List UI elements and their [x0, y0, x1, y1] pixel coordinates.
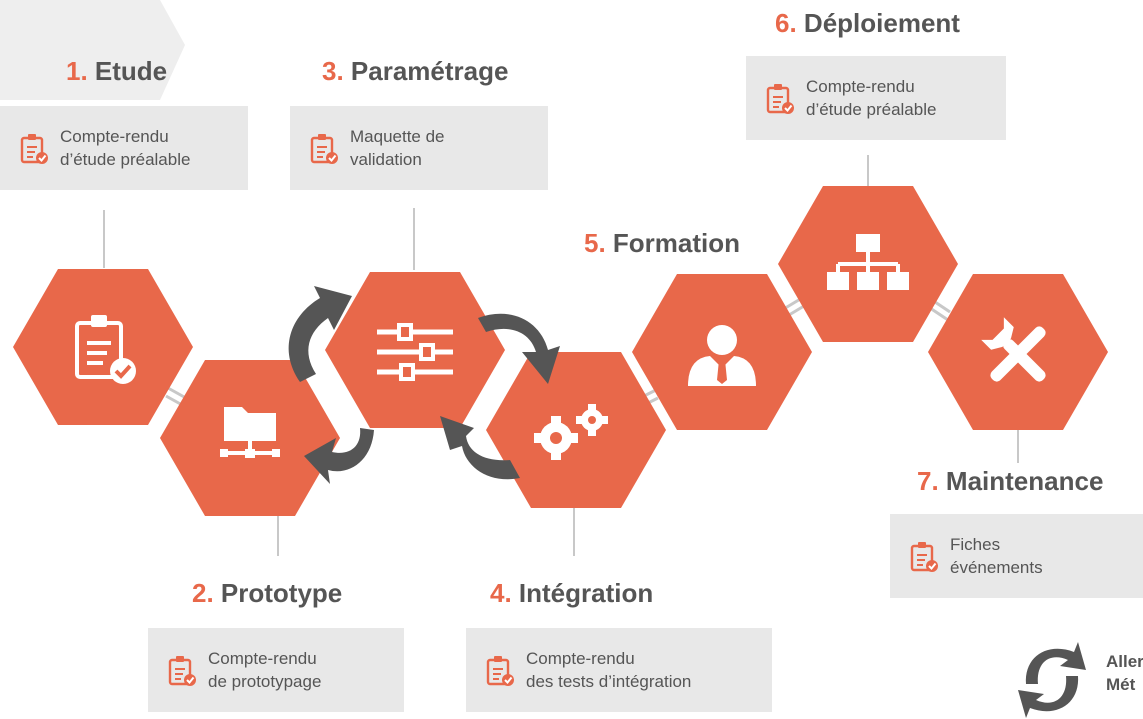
deliverable-line: Compte-rendu — [60, 127, 169, 146]
tools-icon — [981, 317, 1046, 382]
document-check-icon — [910, 540, 938, 572]
deliverable-line: validation — [350, 150, 422, 169]
legend-line: Aller — [1106, 652, 1143, 671]
deliverable-line: de prototypage — [208, 672, 322, 691]
arrow-up-right — [440, 416, 520, 480]
clipboard-check-icon — [75, 315, 136, 384]
step-3-deliverable: Maquette de validation — [290, 106, 548, 190]
step-2-title: 2. Prototype — [192, 578, 343, 608]
deliverable-line: événements — [950, 558, 1043, 577]
sliders-icon — [377, 323, 453, 381]
step-4-title: 4. Intégration — [490, 578, 654, 608]
hexagon-step-1 — [13, 269, 193, 425]
cycle-arrows-icon — [1018, 642, 1086, 718]
legend: Aller Mét — [1020, 640, 1143, 719]
step-5-title: 5. Formation — [584, 228, 741, 258]
legend-line: Mét — [1106, 675, 1136, 694]
deliverable-line: d’étude préalable — [806, 100, 937, 119]
cycle-arrows — [288, 286, 560, 484]
hierarchy-icon — [827, 234, 909, 290]
step-2-deliverable: Compte-rendu de prototypage — [148, 628, 404, 712]
arrow-down-left — [304, 428, 374, 484]
document-check-icon — [766, 82, 794, 114]
step-7-title: 7. Maintenance — [917, 466, 1104, 496]
document-check-icon — [310, 132, 338, 164]
deliverable-line: d’étude préalable — [60, 150, 191, 169]
step-4-deliverable: Compte-rendu des tests d’intégration — [466, 628, 772, 712]
deliverable-line: Fiches — [950, 535, 1001, 554]
hexagon-step-4 — [486, 352, 666, 508]
deliverable-line: Compte-rendu — [526, 649, 635, 668]
deliverable-line: des tests d’intégration — [526, 672, 692, 691]
document-check-icon — [486, 654, 514, 686]
step-3-title: 3. Paramétrage — [322, 56, 509, 86]
step-1-title: 1. Etude — [66, 56, 168, 86]
gears-icon — [534, 404, 608, 460]
document-check-icon — [168, 654, 196, 686]
deliverable-line: Compte-rendu — [806, 77, 915, 96]
step-6-deliverable: Compte-rendu d’étude préalable — [746, 56, 1006, 140]
document-check-icon — [20, 132, 48, 164]
arrow-up-left — [288, 286, 352, 382]
arrow-down-right — [478, 313, 560, 384]
step-7-deliverable: Fiches événements — [890, 514, 1143, 598]
deliverable-line: Maquette de — [350, 127, 445, 146]
deliverable-line: Compte-rendu — [208, 649, 317, 668]
step-1-deliverable: Compte-rendu d’étude préalable — [0, 106, 248, 190]
person-icon — [688, 325, 756, 386]
decorative-hexagon — [0, 0, 185, 100]
vertical-connectors — [103, 155, 1019, 556]
step-6-title: 6. Déploiement — [775, 8, 960, 38]
folder-network-icon — [220, 407, 280, 458]
